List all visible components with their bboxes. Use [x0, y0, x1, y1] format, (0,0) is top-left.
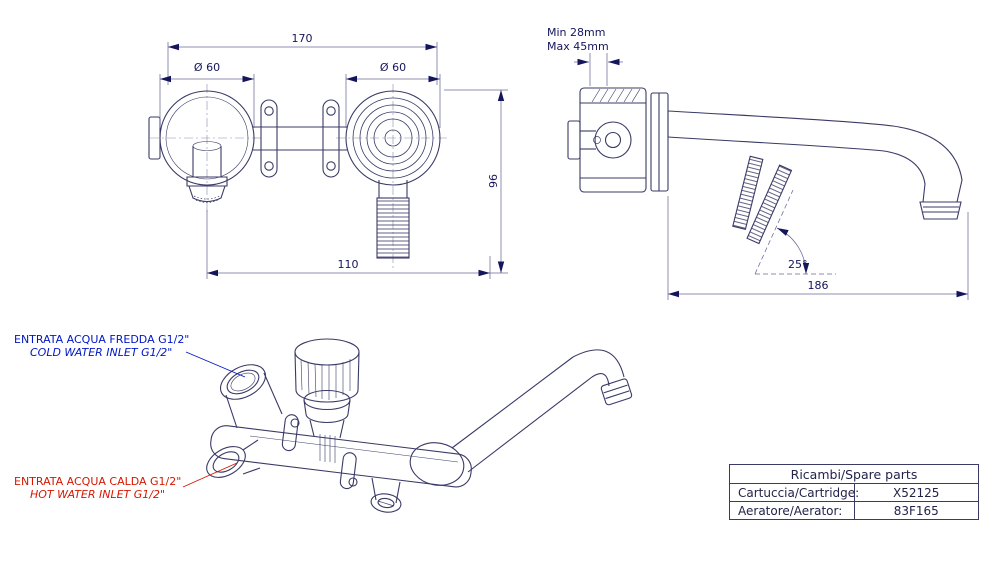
spout-front [186, 141, 228, 203]
dim-spout-length: 186 [808, 279, 829, 292]
side-view-dimensions [574, 53, 969, 300]
right-wall-plate [345, 90, 441, 186]
aerator-mesh [193, 195, 221, 203]
cartridge-label: Cartuccia/Cartridge: [729, 483, 859, 502]
wall-flange-side [650, 92, 669, 192]
spare-parts-title: Ricambi/Spare parts [729, 464, 979, 484]
front-view-dimensions [159, 42, 508, 279]
hot-leader-line [182, 462, 238, 488]
cold-water-label-it: ENTRATA ACQUA FREDDA G1/2" [14, 333, 190, 346]
front-view-drawing [148, 84, 450, 268]
dim-angle: 25° [788, 258, 808, 271]
dim-right-plate-diameter: Ø 60 [380, 61, 406, 74]
cartridge-cap [294, 338, 360, 439]
isometric-view-drawing [206, 338, 633, 513]
connecting-bar [253, 126, 347, 151]
wall-thickness-dim [574, 53, 623, 86]
aerator-side [919, 201, 962, 220]
hot-inlet-port [206, 439, 261, 478]
table-row-cartridge: Cartuccia/Cartridge: X52125 [729, 483, 979, 502]
mounting-ears [260, 99, 340, 178]
dim-height: 96 [487, 174, 500, 188]
cold-water-label-en: COLD WATER INLET G1/2" [30, 346, 173, 359]
bottom-port [370, 477, 402, 513]
iso-spout [409, 349, 633, 486]
manifold-bar [210, 425, 472, 488]
threaded-fittings-side [732, 155, 793, 245]
cold-water-label: ENTRATA ACQUA FREDDA G1/2" COLD WATER IN… [14, 333, 189, 359]
hot-water-label-en: HOT WATER INLET G1/2" [30, 488, 166, 501]
wall-min-label: Min 28mm [547, 26, 605, 39]
dim-overall-width: 170 [292, 32, 313, 45]
hot-water-label: ENTRATA ACQUA CALDA G1/2" HOT WATER INLE… [14, 475, 181, 501]
angle-dim [754, 189, 836, 275]
valve-body-side [567, 87, 647, 193]
side-view-drawing [567, 87, 963, 245]
dim-spout-offset: 110 [338, 258, 359, 271]
iso-aerator [600, 378, 633, 406]
cold-leader-line [185, 351, 246, 378]
aerator-label: Aeratore/Aerator: [729, 501, 855, 520]
cold-inlet-port [220, 364, 283, 429]
left-wall-plate [148, 90, 255, 186]
table-row-aerator: Aeratore/Aerator: 83F165 [729, 501, 979, 520]
dim-left-plate-diameter: Ø 60 [194, 61, 220, 74]
hot-water-label-it: ENTRATA ACQUA CALDA G1/2" [14, 475, 182, 488]
body-hatch [591, 88, 641, 103]
spare-parts-table: Ricambi/Spare parts Cartuccia/Cartridge:… [729, 464, 979, 520]
cartridge-code: X52125 [853, 483, 979, 502]
aerator-code: 83F165 [853, 501, 979, 520]
iso-mounting-ears [281, 414, 358, 490]
wall-max-label: Max 45mm [547, 40, 609, 53]
inlet-pipe-front [376, 180, 410, 259]
spout-side [667, 110, 963, 203]
